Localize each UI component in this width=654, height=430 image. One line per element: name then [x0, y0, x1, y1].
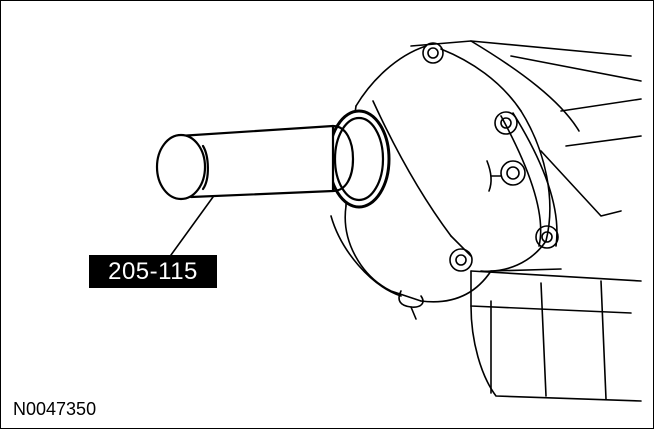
figure-id: N0047350	[13, 399, 97, 419]
bolt-top	[422, 42, 444, 64]
bolt-middle	[500, 160, 526, 186]
tool-number-label: 205-115	[89, 255, 217, 288]
seal-installer-tool	[155, 109, 391, 209]
label-leader-line	[170, 196, 214, 256]
bolt-group	[422, 42, 559, 272]
bolt-lower-left	[449, 248, 473, 272]
bolt-lower-right	[535, 225, 559, 249]
oil-pan	[398, 270, 642, 402]
housing-outline	[410, 40, 642, 217]
bolt-upper-right	[494, 111, 518, 135]
